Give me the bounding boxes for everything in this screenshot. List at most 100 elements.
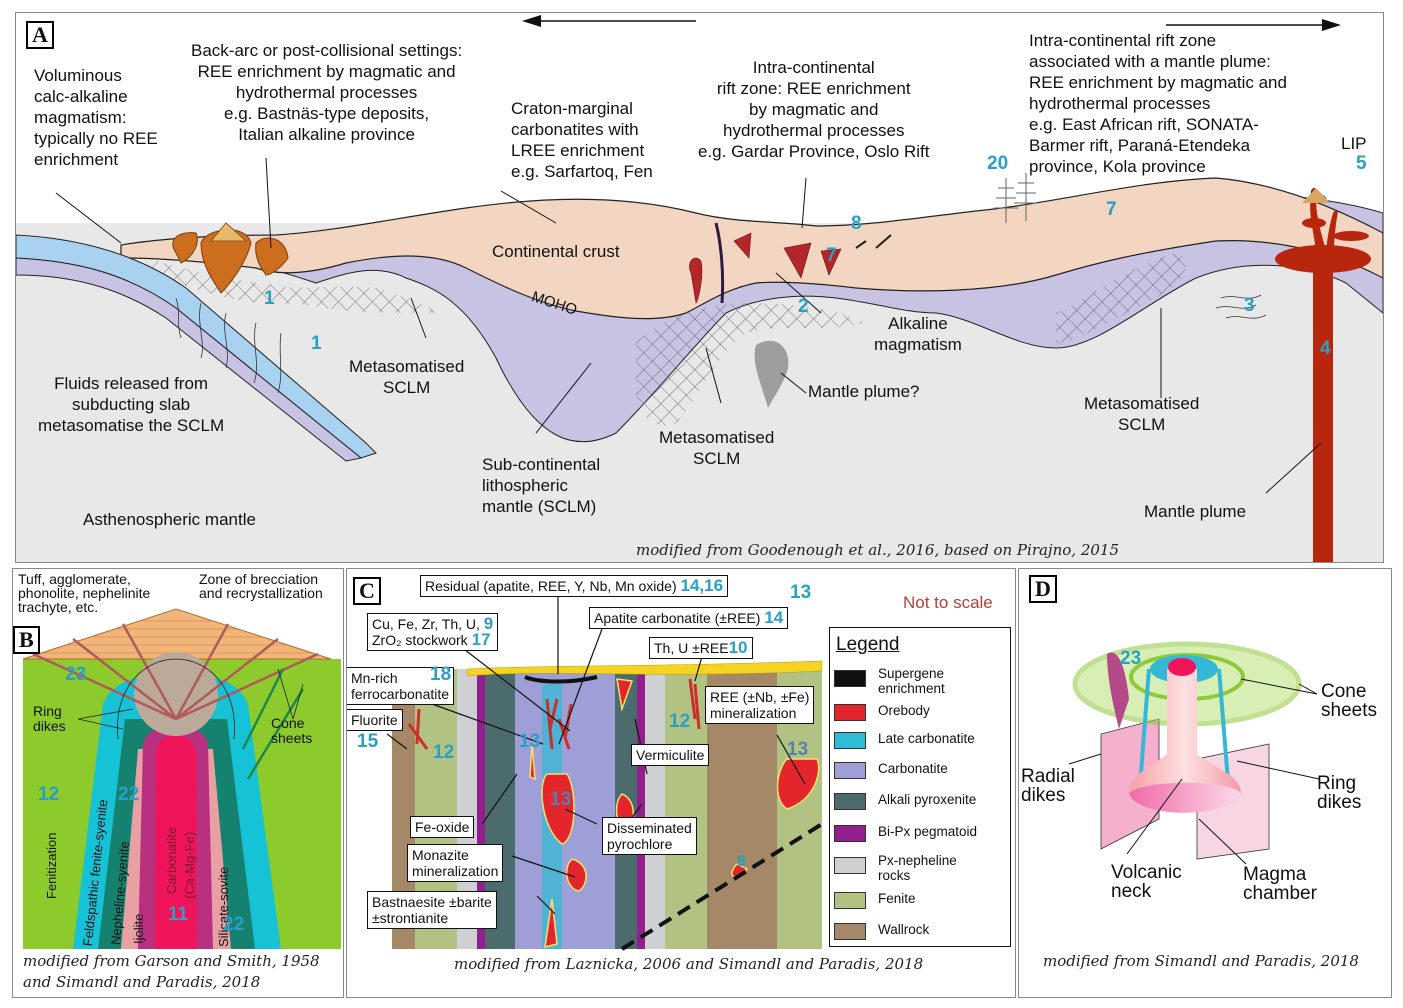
monazite-box: Monazite mineralization (407, 844, 504, 882)
panel-a-diagram (16, 15, 1383, 562)
panel-c: C Not to scale Residual (apatite, REE, Y… (346, 568, 1016, 998)
tuff-cone (22, 608, 332, 660)
continental-crust-region (120, 177, 1383, 320)
sclm-label: Sub-continental lithospheric mantle (SCL… (482, 455, 601, 516)
ref-number: 13 (519, 731, 541, 752)
volcanic-neck-shape (1129, 669, 1241, 813)
asthenospheric-mantle-label: Asthenospheric mantle (83, 510, 256, 529)
ref-number: 7 (1106, 199, 1117, 220)
panel-b-citation: modified from Garson and Smith, 1958 and… (23, 952, 320, 991)
fenitization-label: Fenitization (44, 832, 59, 899)
craton-marginal-label: Craton-marginal carbonatites with LREE e… (511, 99, 653, 181)
legend-item-alkali-pyroxenite: Alkali pyroxenite (834, 789, 1010, 819)
radial-dikes-label: Radial dikes (1021, 766, 1075, 806)
calc-alkaline-label: Voluminous calc-alkaline magmatism: typi… (34, 66, 158, 169)
ijolite-label: Ijolite (131, 913, 146, 944)
residual-box: Residual (apatite, REE, Y, Nb, Mn oxide)… (420, 575, 729, 597)
legend-swatch (834, 670, 866, 687)
ref-number: 11 (168, 904, 189, 925)
mantle-plume-shape (1275, 198, 1371, 562)
ref-number: 7 (826, 245, 837, 266)
ref-number: 3 (1244, 295, 1255, 316)
panel-c-letter: C (353, 577, 381, 605)
disseminated-box: Disseminated pyrochlore (602, 817, 697, 855)
panel-d: D 23 Cone sheets Radial dikes Ring dikes… (1018, 568, 1392, 998)
ref-number: 13 (790, 582, 812, 603)
legend-swatch (834, 762, 866, 779)
panel-b: Tuff, agglomerate, phonolite, nephelinit… (12, 568, 344, 998)
cone-sheets-label: Cone sheets (1321, 681, 1377, 721)
ref-number: 22 (223, 914, 245, 935)
volcanic-neck-label: Volcanic neck (1111, 862, 1182, 902)
panel-c-diagram (386, 594, 824, 951)
cu-fe-box: Cu, Fe, Zr, Th, U, 9 ZrO₂ stockwork 17 (367, 613, 499, 651)
neck-top (1168, 658, 1196, 676)
ref-number: 22 (118, 784, 140, 805)
legend-item-wallrock: Wallrock (834, 919, 1010, 949)
legend-swatch (834, 857, 866, 874)
ree-nb-box: REE (±Nb, ±Fe) mineralization (705, 686, 815, 724)
continental-crust-label: Continental crust (492, 242, 620, 261)
intra-continental-label: Intra-continental rift zone: REE enrichm… (698, 58, 930, 161)
ref-number: 8 (737, 853, 746, 870)
metasomatised-sclm-label-3: Metasomatised SCLM (1084, 394, 1200, 434)
ref-number: 18 (430, 664, 452, 685)
not-to-scale-label: Not to scale (903, 593, 993, 612)
tree-icons (994, 173, 1038, 223)
magma-chamber-shape (1129, 782, 1241, 813)
metasomatised-sclm-label-1: Metasomatised SCLM (349, 357, 465, 397)
fluorite-box: Fluorite (347, 709, 403, 731)
ring-dike-lines (77, 658, 304, 740)
legend-swatch (834, 793, 866, 810)
ref-number: 8 (851, 213, 862, 234)
mantle-plume-question-label: Mantle plume? (808, 382, 920, 401)
ref-number: 20 (987, 153, 1009, 174)
volcano-cone (210, 222, 248, 242)
bastnaesite-box: Bastnaesite ±barite ±strontianite (367, 891, 497, 929)
stockwork-veins (407, 678, 701, 750)
ref-number: 12 (38, 784, 60, 805)
panel-d-citation: modified from Simandl and Paradis, 2018 (1043, 952, 1359, 970)
legend-title: Legend (836, 634, 900, 655)
mn-rich-box: Mn-rich ferrocarbonatite (347, 667, 455, 705)
fluids-label: Fluids released from subducting slab met… (38, 374, 225, 435)
slab-lithosphere (16, 257, 363, 462)
radial-dikes (32, 623, 319, 721)
ref-number: 12 (669, 711, 691, 732)
legend-item-bi-px-pegmatoid: Bi-Px pegmatoid (834, 821, 1010, 851)
panel-c-citation: modified from Laznicka, 2006 and Simandl… (454, 955, 924, 973)
panel-a-letter: A (26, 21, 54, 49)
legend-swatch (834, 923, 866, 940)
supergene-cap (466, 660, 823, 677)
carbonatite-core (155, 735, 197, 949)
pointer-lines (1068, 678, 1320, 865)
bi-px-pegmatoid-zone (477, 669, 485, 949)
th-u-box: Th, U ±REE10 (649, 637, 753, 659)
mantle-plume-rift-label: Intra-continental rift zone associated w… (1029, 31, 1287, 176)
alkaline-magmatism-label: Alkaline magmatism (874, 314, 962, 354)
ref-number: 23 (1120, 648, 1142, 669)
bi-px-pegmatoid-zone-2 (637, 669, 645, 949)
ref-number: 13 (787, 739, 809, 760)
magma-chamber-label: Magma chamber (1243, 864, 1317, 904)
legend-swatch (834, 892, 866, 909)
ref-number: 13 (550, 789, 572, 810)
fe-oxide-box: Fe-oxide (410, 816, 475, 838)
ref-number: 12 (433, 742, 455, 763)
radial-dike-top (1107, 652, 1129, 729)
legend-item-fenite: Fenite (834, 888, 1010, 918)
legend-swatch (834, 732, 866, 749)
faults (855, 234, 892, 249)
legend-swatch (834, 704, 866, 721)
carbonatite-dike (714, 222, 725, 304)
callout-lines (386, 594, 806, 915)
tuff-label: Tuff, agglomerate, phonolite, nephelinit… (18, 571, 151, 615)
direction-arrows (522, 15, 1341, 31)
vermiculite-box: Vermiculite (631, 744, 710, 766)
ref-number: 2 (798, 296, 809, 317)
panel-b-letter: B (13, 626, 40, 654)
supergene-enrichment (524, 675, 598, 684)
ring-dikes-label: Ring dikes (1317, 773, 1362, 813)
